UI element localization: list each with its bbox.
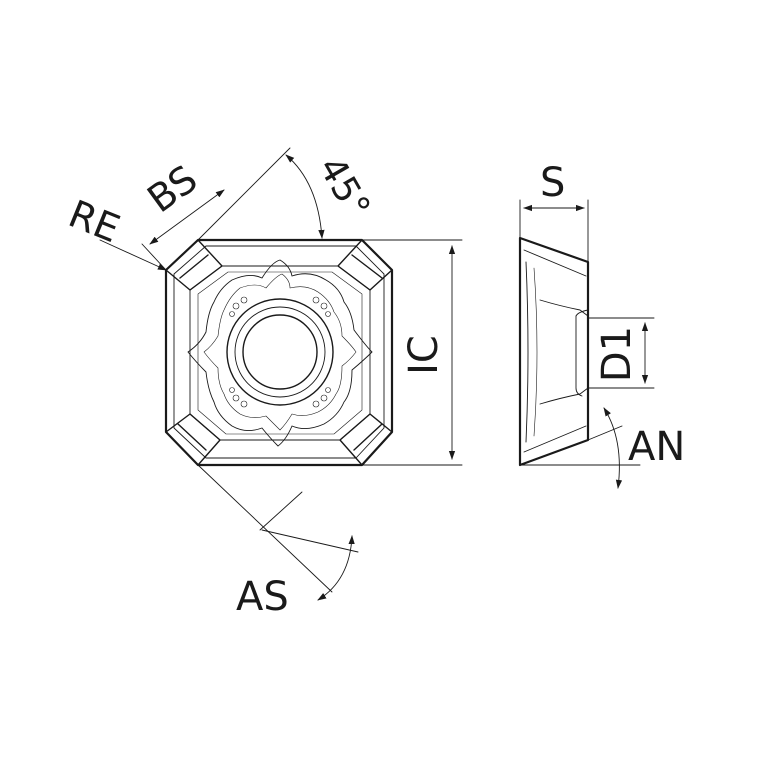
dimension-as: AS — [197, 464, 359, 620]
an-label: AN — [628, 424, 685, 470]
corner-facet-top-left — [165, 239, 223, 291]
corner-facet-bottom-right — [339, 413, 393, 466]
dimension-an: AN — [519, 407, 685, 489]
side-outline — [518, 236, 590, 467]
insert-top-view — [164, 238, 394, 467]
center-hole-inner — [242, 314, 318, 390]
re-label: RE — [63, 192, 126, 252]
chipbreaker-dots — [229, 296, 331, 408]
chipbreaker-frame — [189, 265, 371, 441]
dimension-d1: D1 — [587, 317, 655, 389]
center-hole-middle — [234, 306, 326, 398]
d1-label: D1 — [594, 326, 640, 382]
dimension-ic: IC — [361, 239, 463, 466]
chipbreaker-pattern — [187, 259, 373, 447]
corner-facet-bottom-left — [165, 413, 221, 466]
insert-side-view — [518, 236, 590, 467]
dimension-corner: 45° BS RE — [63, 147, 378, 271]
dimension-s: S — [519, 160, 589, 263]
corner-facet-top-right — [337, 239, 393, 291]
bs-label: BS — [139, 157, 205, 222]
ic-label: IC — [401, 335, 447, 375]
insert-outline — [164, 238, 394, 467]
center-hole-outer — [226, 298, 334, 406]
angle-45-label: 45° — [310, 150, 377, 226]
s-label: S — [540, 160, 565, 206]
as-label: AS — [236, 574, 289, 620]
